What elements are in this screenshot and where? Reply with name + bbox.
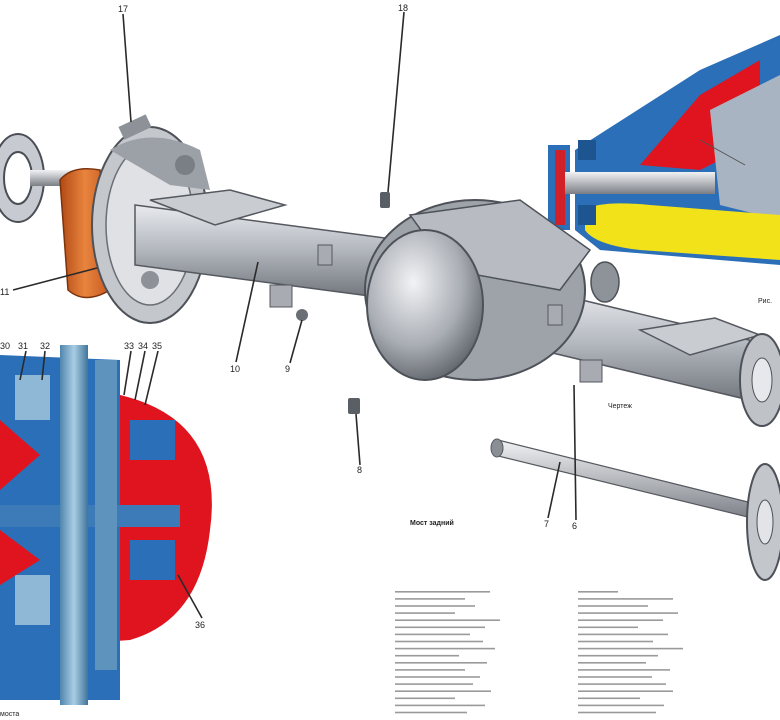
- label-32: 32: [40, 341, 50, 351]
- legend-line: [578, 605, 648, 607]
- legend-line: [578, 711, 656, 714]
- legend-line: [578, 640, 653, 643]
- axle-housing: [134, 189, 780, 427]
- legend-line: [578, 669, 670, 671]
- legend-line: [395, 626, 485, 629]
- legend-line: [395, 690, 491, 692]
- caption-section: моста: [0, 711, 19, 718]
- caption-right-inset: Рис.: [758, 298, 772, 305]
- legend-line: [395, 676, 480, 678]
- label-9: 9: [285, 364, 290, 374]
- label-31: 31: [18, 341, 28, 351]
- legend-line: [395, 619, 500, 621]
- legend-line: [578, 690, 673, 692]
- legend-line: [395, 647, 495, 650]
- parts-legend: [395, 591, 683, 714]
- legend-line: [395, 654, 459, 657]
- label-33: 33: [124, 341, 134, 351]
- part-number-labels: 17 18 11 10 9 8 7 6 30 31 32 33 34 35 36: [0, 3, 577, 630]
- legend-line: [578, 683, 666, 685]
- legend-line: [578, 591, 618, 593]
- legend-line: [395, 633, 470, 636]
- legend-line: [395, 697, 455, 700]
- label-7: 7: [544, 519, 549, 529]
- label-18: 18: [398, 3, 408, 13]
- legend-line: [578, 619, 663, 621]
- legend-line: [395, 605, 475, 607]
- label-10: 10: [230, 364, 240, 374]
- legend-line: [395, 612, 455, 614]
- legend-line: [395, 598, 465, 600]
- caption-mid: Чертеж: [608, 403, 632, 410]
- label-35: 35: [152, 341, 162, 351]
- label-17: 17: [118, 4, 128, 14]
- label-36: 36: [195, 620, 205, 630]
- legend-line: [578, 662, 646, 664]
- legend-line: [578, 626, 638, 629]
- legend-line: [578, 612, 678, 614]
- differential-section-view: моста: [0, 345, 212, 718]
- legend-line: [395, 591, 490, 593]
- axle-shaft: [490, 438, 780, 581]
- legend-line: [578, 654, 658, 657]
- label-34: 34: [138, 341, 148, 351]
- label-11: 11: [0, 287, 9, 297]
- legend-line: [578, 676, 652, 678]
- legend-line: [578, 704, 664, 707]
- diagram-title: Мост задний: [410, 519, 454, 527]
- legend-line: [395, 640, 483, 643]
- legend-line: [395, 669, 465, 671]
- leader-lines: [12, 11, 577, 619]
- legend-line: [578, 633, 668, 636]
- legend-line: [395, 711, 467, 714]
- small-parts: [296, 192, 390, 414]
- legend-line: [395, 704, 485, 707]
- legend-line: [578, 647, 683, 650]
- label-30: 30: [0, 341, 10, 351]
- legend-line: [395, 662, 487, 664]
- label-8: 8: [357, 465, 362, 475]
- inset-cutaway-top-right: Рис.: [548, 35, 780, 305]
- label-6: 6: [572, 521, 577, 531]
- legend-line: [578, 697, 640, 700]
- legend-line: [395, 683, 473, 685]
- legend-line: [578, 598, 673, 600]
